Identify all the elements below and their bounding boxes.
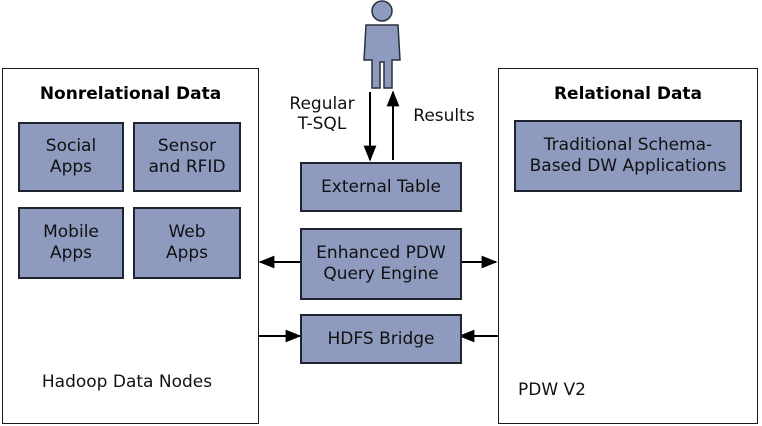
- relational-title: Relational Data: [553, 84, 703, 104]
- dw-applications-box: Traditional Schema- Based DW Application…: [514, 120, 742, 192]
- results-label: Results: [413, 106, 475, 126]
- social-apps-box: Social Apps: [18, 122, 124, 192]
- mobile-apps-box: Mobile Apps: [18, 207, 124, 279]
- nonrelational-title: Nonrelational Data: [39, 84, 222, 104]
- hadoop-nodes-label: Hadoop Data Nodes: [41, 372, 213, 392]
- sensor-rfid-box: Sensor and RFID: [133, 122, 241, 192]
- web-apps-box: Web Apps: [133, 207, 241, 279]
- pdw-v2-label: PDW V2: [518, 380, 586, 400]
- pdw-query-engine-box: Enhanced PDW Query Engine: [300, 228, 462, 300]
- person-icon: [363, 0, 401, 89]
- external-table-box: External Table: [300, 162, 462, 212]
- regular-tsql-label: Regular T-SQL: [289, 94, 355, 135]
- hdfs-bridge-box: HDFS Bridge: [300, 314, 462, 364]
